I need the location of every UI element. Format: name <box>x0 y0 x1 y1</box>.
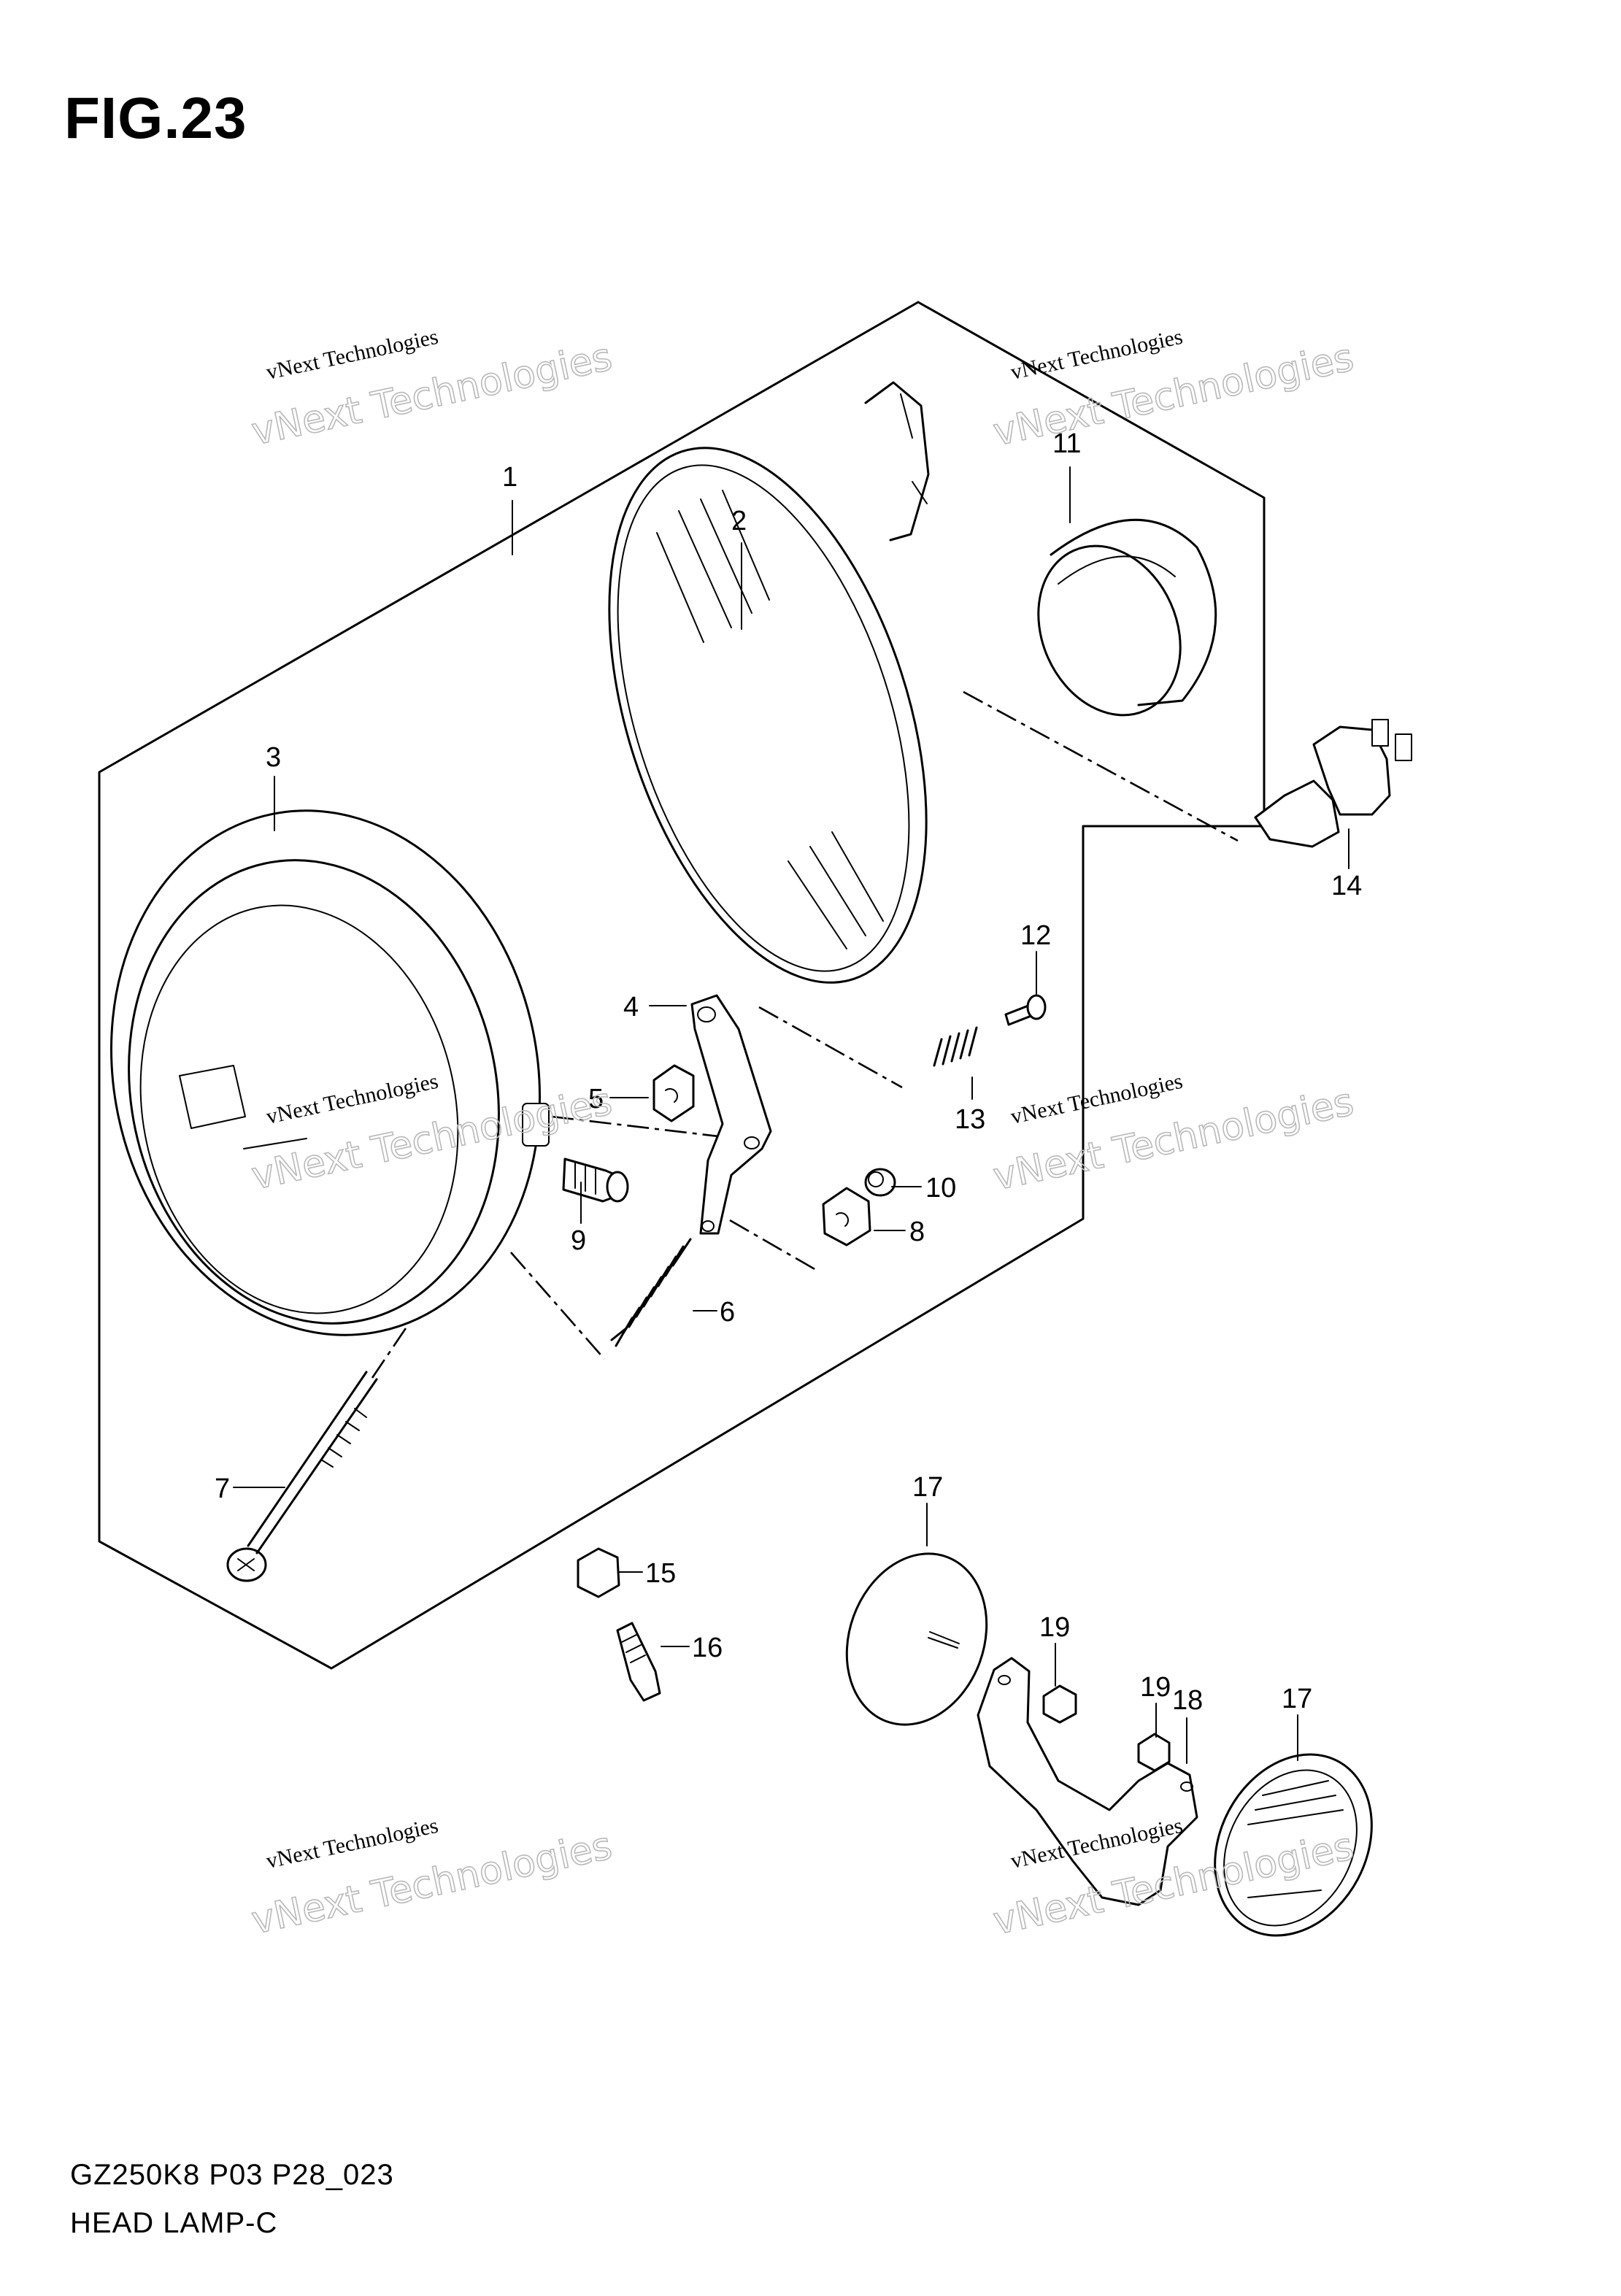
part-number-4: 4 <box>623 992 639 1022</box>
part-number-11: 11 <box>1052 428 1081 459</box>
leader-lines <box>233 466 1349 1764</box>
part-number-19-b: 19 <box>1140 1672 1171 1703</box>
nut-5 <box>652 1064 695 1122</box>
part-number-7: 7 <box>215 1473 230 1504</box>
part-number-19-a: 19 <box>1039 1612 1070 1643</box>
watermark-mid-right: vNext Technologies vNext Technologies <box>989 1069 1358 1200</box>
headlamp-rim <box>110 809 738 1336</box>
reflector-left <box>845 1552 988 1726</box>
grommet-15 <box>577 1547 620 1598</box>
part-number-16: 16 <box>692 1633 723 1663</box>
part-number-18: 18 <box>1172 1685 1203 1716</box>
adjuster-bracket <box>690 994 772 1235</box>
part-number-15: 15 <box>645 1558 676 1589</box>
spring-6 <box>510 1238 692 1360</box>
watermark-mid-left: vNext Technologies vNext Technologies <box>247 1069 617 1199</box>
part-number-10: 10 <box>925 1173 956 1203</box>
headlamp-bulb <box>963 690 1412 848</box>
part-number-8: 8 <box>909 1217 925 1247</box>
screw-12 <box>1004 994 1047 1026</box>
part-number-17-left: 17 <box>912 1472 943 1503</box>
part-number-17-right: 17 <box>1282 1684 1312 1714</box>
nut-19-a <box>1042 1684 1077 1724</box>
part-number-12: 12 <box>1020 920 1051 951</box>
model-code: GZ250K8 P03 P28_023 <box>70 2159 394 2191</box>
part-number-1: 1 <box>502 462 517 493</box>
part-number-3: 3 <box>266 742 281 773</box>
bolt-16 <box>616 1622 661 1702</box>
part-number-2: 2 <box>731 506 747 536</box>
headlamp-unit <box>608 381 930 984</box>
reflector-right <box>1214 1753 1373 1937</box>
reflector-bracket <box>977 1657 1198 1906</box>
part-number-5: 5 <box>588 1084 604 1114</box>
watermark-top-right: vNext Technologies vNext Technologies <box>989 325 1358 455</box>
part-number-14: 14 <box>1331 871 1362 901</box>
screw-9 <box>562 1157 629 1203</box>
spring-13 <box>758 1006 978 1089</box>
nut-19-b <box>1137 1733 1171 1772</box>
screw-7 <box>226 1323 410 1582</box>
part-number-9: 9 <box>571 1225 586 1256</box>
part-number-6: 6 <box>720 1297 735 1328</box>
figure-title: FIG.23 <box>64 85 247 150</box>
part-number-13: 13 <box>955 1104 985 1135</box>
watermark-top-left: vNext Technologies vNext Technologies <box>247 325 617 455</box>
part-number-labels: 1 2 3 4 5 6 7 8 9 10 11 12 13 14 15 16 1… <box>215 428 1362 1716</box>
watermark-bottom-left: vNext Technologies vNext Technologies <box>247 1814 617 1943</box>
nut-8 <box>729 1187 871 1271</box>
socket-cover <box>1037 519 1217 717</box>
collar-10 <box>864 1168 896 1197</box>
assembly-boundary <box>98 301 1266 1670</box>
figure-name: HEAD LAMP-C <box>70 2207 278 2239</box>
